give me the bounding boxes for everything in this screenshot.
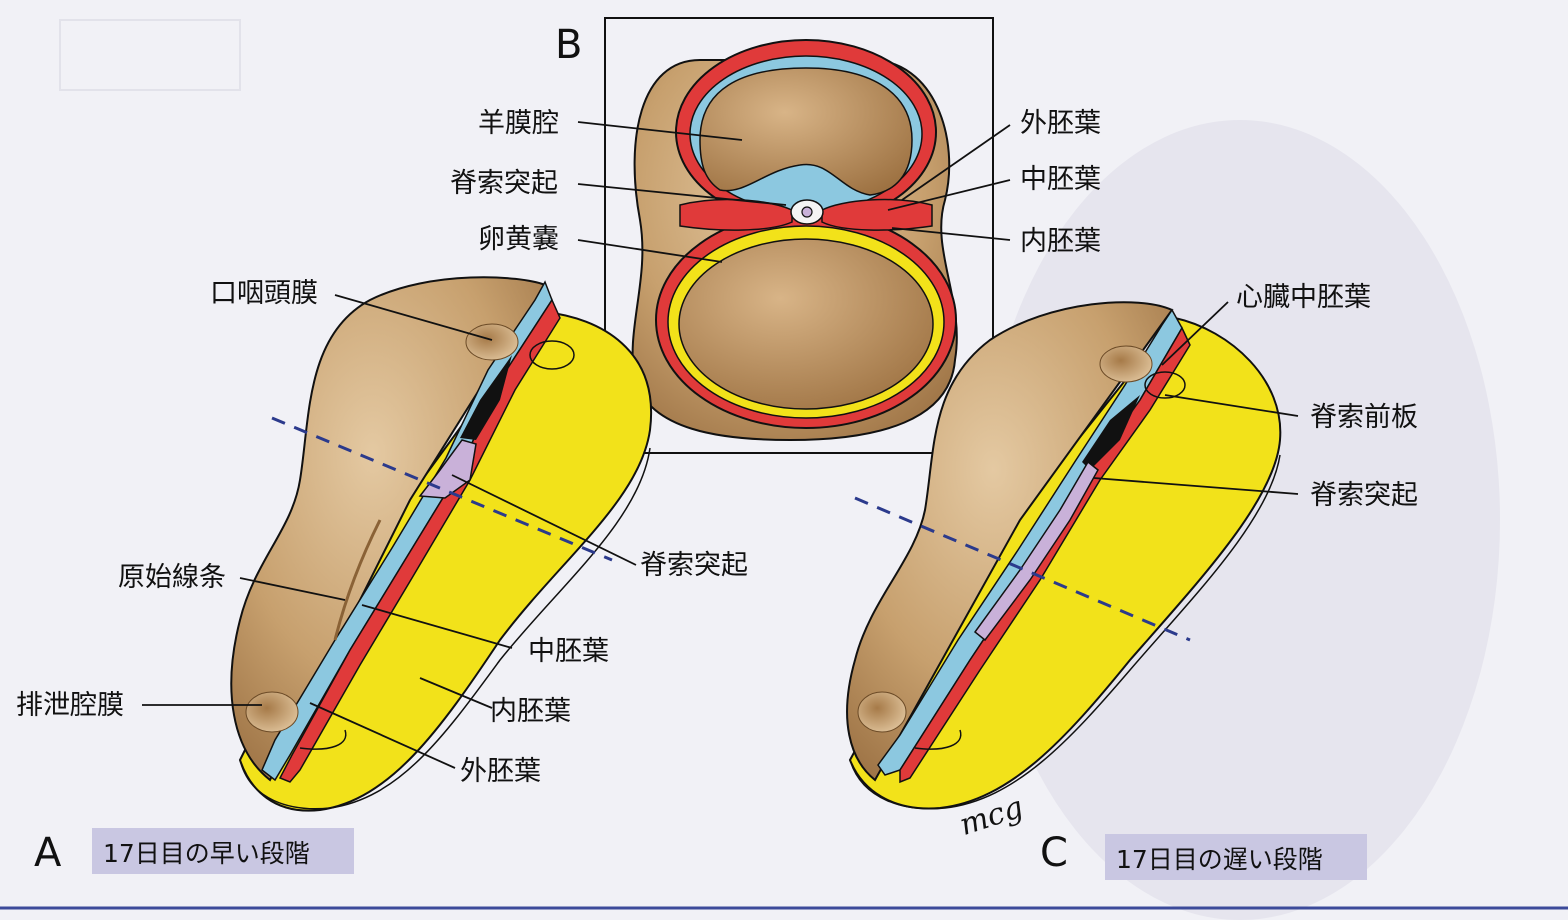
mesoderm-cut-layer: [278, 298, 561, 783]
label-endoderm-b: 内胚葉: [1020, 226, 1101, 257]
panel-b: [604, 17, 994, 454]
section-line-a: [271, 416, 613, 562]
label-mesoderm-a: 中胚葉: [528, 636, 609, 667]
label-ectoderm-b: 外胚葉: [1020, 108, 1101, 139]
amniotic-cavity: [699, 67, 913, 196]
label-mesoderm-b: 中胚葉: [1020, 164, 1101, 195]
notochordal-process: [418, 439, 477, 499]
label-notochordal-process-b: 脊索突起: [450, 168, 558, 199]
label-yolk-sac: 卵黄嚢: [478, 224, 559, 255]
paraxial-mesoderm: [679, 198, 793, 231]
label-primitive-streak: 原始線条: [118, 562, 226, 593]
oropharyngeal-pit: [465, 323, 519, 361]
panel-letter-b: B: [555, 22, 582, 68]
endoderm-pit-bottom-c: [914, 729, 962, 750]
label-cardiac-mesoderm: 心臓中胚葉: [1236, 282, 1371, 313]
panel-letter-c: C: [1040, 830, 1068, 876]
notochordal-process-c: [973, 460, 1099, 642]
cloacal-pit: [245, 691, 299, 733]
endoderm-pit-bottom: [299, 729, 347, 750]
prechordal-region-c: [1082, 395, 1140, 470]
primitive-streak: [333, 519, 382, 641]
label-notochordal-process-c: 脊索突起: [1310, 480, 1418, 511]
oropharyngeal-pit-c: [1099, 345, 1153, 383]
caption-c-bg: [1105, 834, 1367, 880]
endoderm-slab-edge-c: [849, 454, 1281, 810]
embryonic-disc-surface-c: [846, 301, 1174, 782]
prechordal-plate-pit: [1144, 371, 1186, 399]
panel-c: [846, 301, 1282, 810]
notochordal-canal: [801, 206, 813, 218]
label-cloacal-membrane: 排泄腔膜: [16, 690, 124, 721]
label-notochordal-process-a: 脊索突起: [640, 550, 748, 581]
caption-a-bg: [92, 828, 354, 874]
caption-a: 17日目の早い段階: [103, 839, 310, 868]
caption-c: 17日目の遅い段階: [1116, 845, 1323, 874]
label-oropharyngeal-membrane: 口咽頭膜: [210, 278, 318, 309]
label-prechordal-plate: 脊索前板: [1310, 402, 1418, 433]
endoderm-pit-top: [529, 340, 575, 370]
cloacal-pit-c: [857, 691, 907, 733]
prechordal-region: [460, 355, 512, 440]
panel-a: [230, 276, 653, 812]
embryonic-disc-surface: [230, 276, 547, 782]
label-endoderm-a: 内胚葉: [490, 696, 571, 727]
yolk-sac-cavity: [678, 238, 934, 410]
section-line-c: [854, 496, 1191, 642]
label-ectoderm-a: 外胚葉: [460, 756, 541, 787]
endoderm-slab-edge: [239, 447, 651, 810]
panel-letter-a: A: [34, 830, 62, 876]
leader-lines: [142, 121, 1299, 769]
label-amniotic-cavity: 羊膜腔: [478, 108, 559, 139]
